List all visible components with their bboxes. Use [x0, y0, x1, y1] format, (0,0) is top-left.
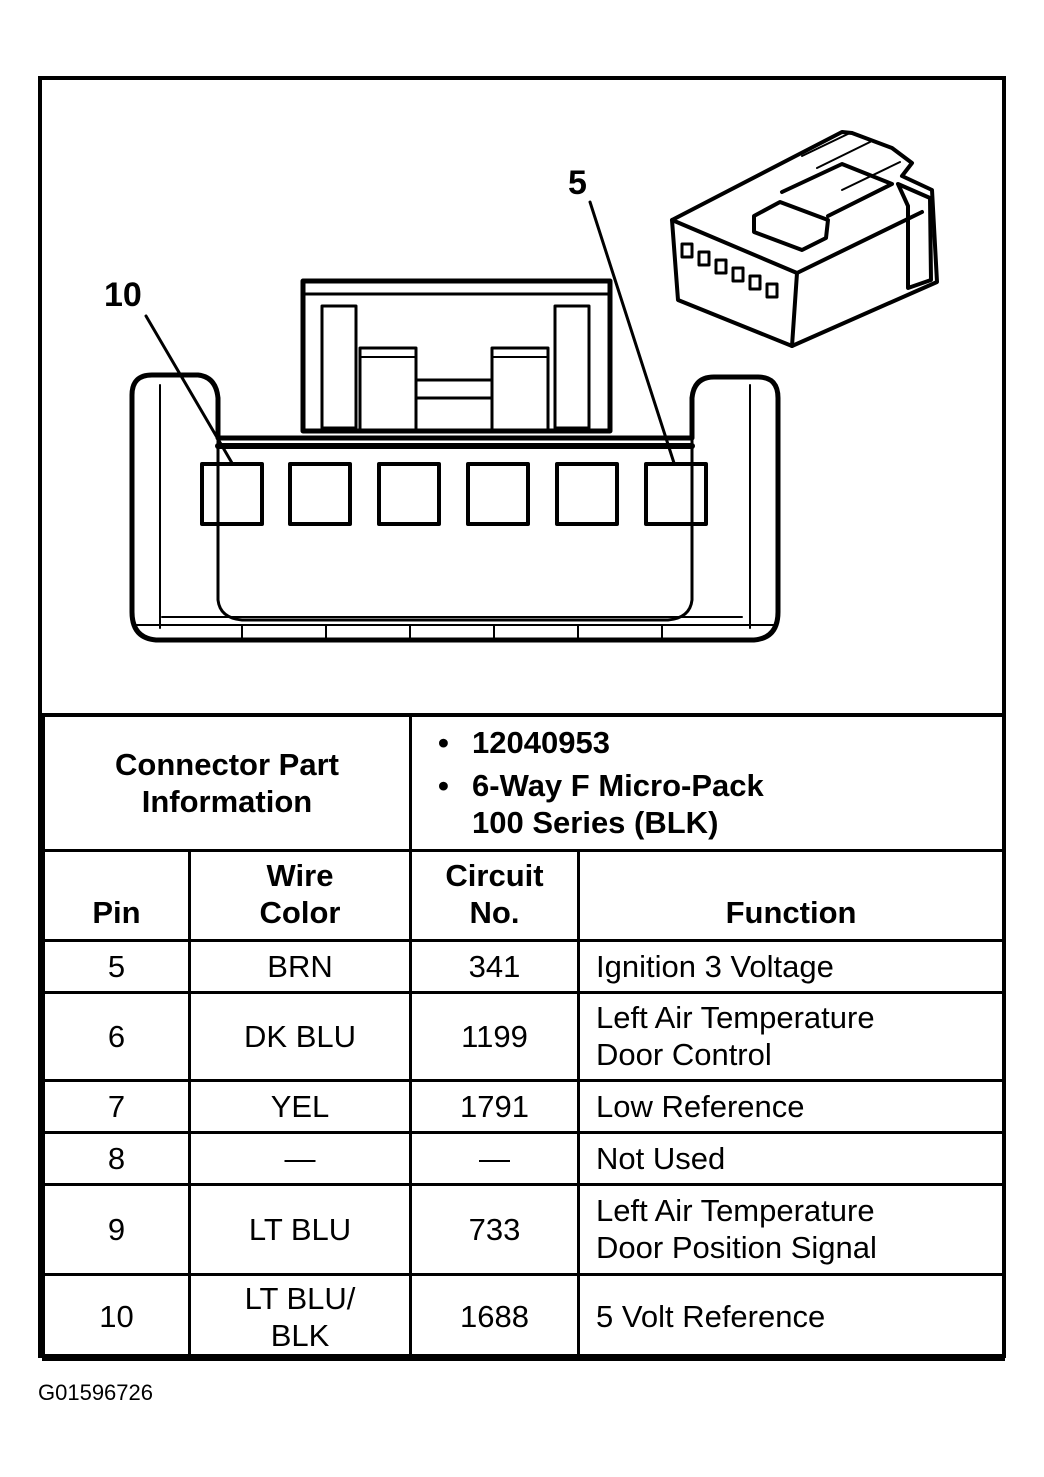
part-number: 12040953 — [438, 724, 1002, 761]
function-cell: Ignition 3 Voltage — [577, 938, 1006, 994]
circuit-cell: 341 — [409, 938, 581, 994]
connector-info-table: Connector Part Information 12040953 6-Wa… — [41, 713, 1006, 1361]
table-row: 5 BRN 341 Ignition 3 Voltage — [42, 938, 1006, 994]
connector-body — [129, 372, 781, 643]
pin-cell: 8 — [42, 1130, 191, 1186]
pin-callout-5: 5 — [568, 164, 587, 202]
header-circuit-no: Circuit No. — [409, 848, 581, 942]
pin-cavity-10 — [200, 462, 264, 526]
circuit-cell: 1688 — [409, 1272, 581, 1361]
header-function: Function — [577, 848, 1006, 942]
function-cell: Not Used — [577, 1130, 1006, 1186]
connector-isometric-view — [670, 130, 939, 348]
leader-line-10 — [144, 314, 234, 465]
connector-part-info-row: Connector Part Information 12040953 6-Wa… — [41, 713, 1006, 852]
table-row: 7 YEL 1791 Low Reference — [42, 1078, 1006, 1134]
table-row: 6 DK BLU 1199 Left Air Temperature Door … — [42, 990, 1006, 1082]
wire-color-cell: — — [187, 1130, 413, 1186]
connector-part-info-values: 12040953 6-Way F Micro-Pack 100 Series (… — [409, 713, 1006, 852]
connector-drawing: 10 5 — [104, 130, 939, 643]
table-row: 9 LT BLU 733 Left Air Temperature Door P… — [42, 1182, 1006, 1276]
pin-cell: 9 — [42, 1182, 191, 1276]
pin-cell: 10 — [42, 1272, 191, 1361]
circuit-cell: 733 — [409, 1182, 581, 1276]
table-row: 10 LT BLU/ BLK 1688 5 Volt Reference — [42, 1272, 1006, 1361]
function-cell: Low Reference — [577, 1078, 1006, 1134]
leader-line-5 — [588, 200, 676, 465]
pin-cell: 5 — [42, 938, 191, 994]
pin-cell: 7 — [42, 1078, 191, 1134]
connector-part-info-label: Connector Part Information — [41, 713, 413, 852]
pin-callout-10: 10 — [104, 276, 142, 314]
circuit-cell: 1791 — [409, 1078, 581, 1134]
pin-cavity-6 — [555, 462, 619, 526]
pin-cavity-5 — [644, 462, 708, 526]
circuit-cell: — — [409, 1130, 581, 1186]
wire-color-cell: YEL — [187, 1078, 413, 1134]
circuit-cell: 1199 — [409, 990, 581, 1082]
pin-cell: 6 — [42, 990, 191, 1082]
pin-cavity-9 — [288, 462, 352, 526]
table-header-row: Pin Wire Color Circuit No. Function — [42, 848, 1006, 942]
function-cell: 5 Volt Reference — [577, 1272, 1006, 1361]
pin-cavity-7 — [466, 462, 530, 526]
pin-cavity-8 — [377, 462, 441, 526]
header-wire-color: Wire Color — [187, 848, 413, 942]
wire-color-cell: DK BLU — [187, 990, 413, 1082]
wire-color-cell: LT BLU/ BLK — [187, 1272, 413, 1361]
header-pin: Pin — [42, 848, 191, 942]
table-row: 8 — — Not Used — [42, 1130, 1006, 1186]
function-cell: Left Air Temperature Door Control — [577, 990, 1006, 1082]
function-cell: Left Air Temperature Door Position Signa… — [577, 1182, 1006, 1276]
connector-type: 6-Way F Micro-Pack 100 Series (BLK) — [438, 767, 1002, 841]
connector-latch — [300, 278, 613, 434]
wire-color-cell: BRN — [187, 938, 413, 994]
diagram-frame: 10 5 Connector Part Information 12040953… — [38, 76, 1006, 1361]
figure-id: G01596726 — [38, 1380, 153, 1405]
wire-color-cell: LT BLU — [187, 1182, 413, 1276]
